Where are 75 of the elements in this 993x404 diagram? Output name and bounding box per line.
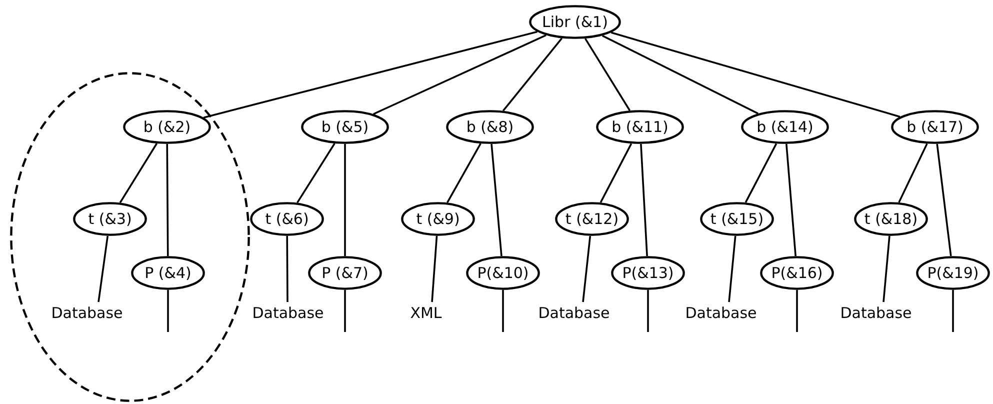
oval-label: b (&8) [466,118,514,136]
element-oval [916,256,990,290]
tree-line [119,143,158,204]
oval-label: t (&15) [710,210,764,228]
tree-line [898,143,928,203]
oval-label: t (&12) [565,210,619,228]
oval-label: t (&9) [416,210,460,228]
tree-line [446,143,482,203]
oval-label: P (&7) [322,264,368,282]
tree-line [286,236,288,302]
tree-line [602,34,758,114]
element-oval [854,202,928,236]
leaf-text: Database [840,304,912,322]
tree-line [600,143,632,203]
tree-line [166,144,169,256]
element-oval [250,202,324,236]
tree-line [344,290,346,332]
leaf-text: Database [685,304,757,322]
oval-label: b (&5) [321,118,369,136]
tree-line [584,38,631,111]
leaf-text: Database [538,304,610,322]
tree-line [786,144,796,256]
oval-label: P(&16) [771,264,823,282]
oval-label: P (&4) [144,264,192,282]
oval-label: P(&13) [622,264,674,282]
element-oval [301,110,389,144]
oval-label: t (&6) [265,210,309,228]
tree-line [744,143,778,203]
tree-line [936,144,952,256]
oval-label: P(&19) [927,264,979,282]
tree-line [640,144,648,256]
group-outline [10,72,250,402]
tree-line [98,236,109,302]
tree-line [582,236,592,302]
tree-line [610,32,900,118]
element-oval [555,202,629,236]
element-oval [446,110,534,144]
element-oval [308,256,382,290]
tree-line [203,30,538,118]
element-oval [131,256,205,290]
tree-line [796,290,798,332]
oval-label: Libr (&1) [542,13,608,31]
element-oval [73,202,147,236]
element-oval [401,202,475,236]
element-oval [760,256,834,290]
oval-label: b (&2) [143,118,191,136]
tree-line [502,38,563,112]
tree-line [296,143,336,204]
oval-label: b (&17) [906,118,964,136]
tree-line [167,290,169,332]
oval-label: t (&18) [864,210,918,228]
element-oval [700,202,774,236]
element-oval [123,110,211,144]
oval-label: b (&11) [612,118,668,136]
element-oval [611,256,685,290]
element-oval [596,110,684,144]
leaf-text: Database [51,304,123,322]
tree-line [373,34,546,115]
oval-label: t (&3) [88,210,132,228]
element-oval [529,5,621,39]
leaf-text: Database [252,304,324,322]
element-oval [466,256,540,290]
element-oval [891,110,979,144]
oval-label: P(&10) [477,264,529,282]
leaf-text: XML [410,304,442,322]
oval-label: b (&14) [756,118,814,136]
tree-line [344,144,346,256]
tree-line [728,236,736,302]
element-oval [741,110,829,144]
tree-line [431,236,438,302]
tree-line [502,290,504,332]
tree-line [952,290,954,332]
tree-line [647,290,649,332]
tree-line [882,236,890,302]
tree-line [490,144,502,256]
